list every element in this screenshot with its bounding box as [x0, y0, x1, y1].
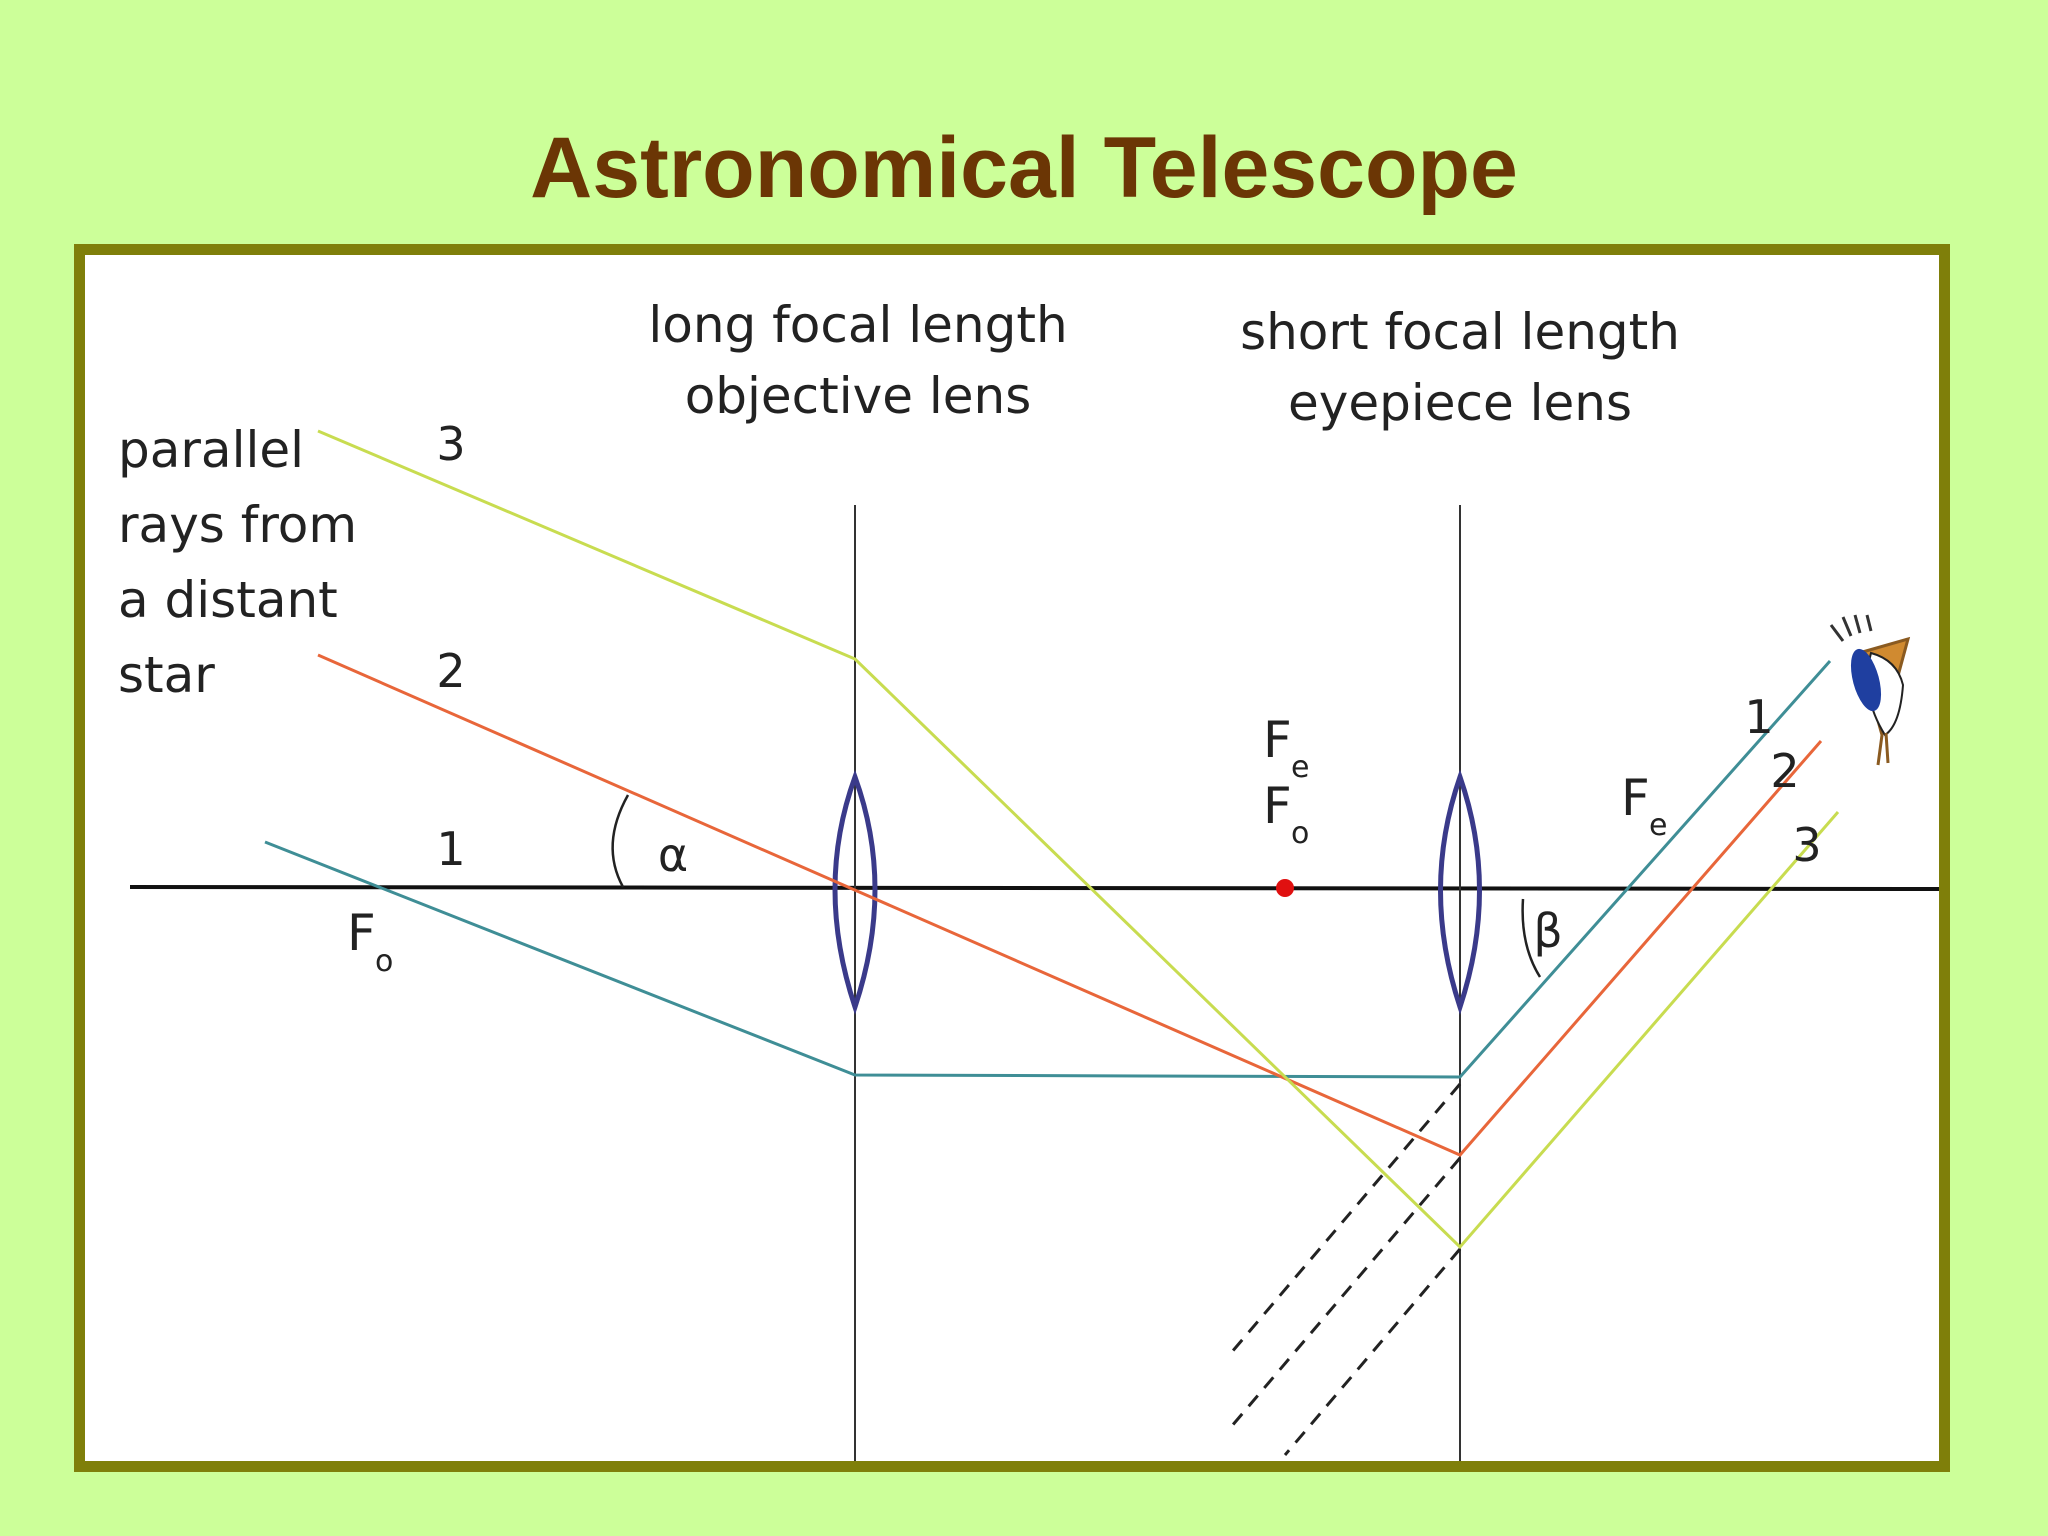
- alpha-angle-arc: [611, 794, 630, 888]
- svg-text:e: e: [1649, 808, 1667, 843]
- eyepiece-caption-line2: eyepiece lens: [1288, 374, 1632, 432]
- alpha-label: α: [658, 828, 688, 882]
- eyepiece-focal-label-top: F e: [1263, 711, 1309, 785]
- objective-focal-label-center: F o: [1263, 777, 1309, 851]
- optical-axis: [129, 885, 1939, 891]
- objective-focal-label-left: F o: [347, 904, 393, 979]
- slide-title: Astronomical Telescope: [530, 120, 1518, 216]
- beta-label: β: [1533, 904, 1562, 958]
- svg-text:F: F: [347, 904, 376, 962]
- eyepiece-caption-line1: short focal length: [1240, 303, 1680, 361]
- beta-angle-arc: [1521, 898, 1542, 978]
- ray-2-path: [317, 653, 1823, 1157]
- source-caption-line2: rays from: [118, 496, 357, 554]
- ray-2-label-right: 2: [1770, 744, 1799, 798]
- source-caption-line1: parallel: [118, 421, 304, 479]
- svg-text:o: o: [375, 944, 393, 979]
- svg-text:F: F: [1263, 711, 1292, 769]
- ray-1-label-right: 1: [1744, 690, 1773, 744]
- common-focal-point: [1276, 879, 1294, 897]
- svg-text:F: F: [1621, 769, 1650, 827]
- virtual-ray-extensions: [1229, 1083, 1462, 1456]
- svg-text:e: e: [1291, 750, 1309, 785]
- ray-3-label-right: 3: [1792, 818, 1821, 872]
- svg-text:F: F: [1263, 777, 1292, 835]
- source-caption-line3: a distant: [118, 571, 338, 629]
- objective-caption-line1: long focal length: [648, 296, 1067, 354]
- ray-3-path: [317, 429, 1840, 1250]
- eyepiece-lens: [1438, 769, 1482, 1015]
- objective-lens: [832, 769, 878, 1015]
- objective-caption-line2: objective lens: [685, 367, 1032, 425]
- eyepiece-focal-label-right: F e: [1621, 769, 1667, 843]
- ray-1-label-left: 1: [436, 822, 465, 876]
- diagram-frame: long focal length objective lens short f…: [74, 244, 1950, 1472]
- ray-3-label-left: 3: [436, 417, 465, 471]
- ray-2-label-left: 2: [436, 644, 465, 698]
- svg-text:o: o: [1291, 816, 1309, 851]
- eye-icon: [1829, 614, 1911, 766]
- telescope-ray-diagram: long focal length objective lens short f…: [118, 296, 1939, 1461]
- ray-1-path: [264, 660, 1832, 1079]
- source-caption-line4: star: [118, 646, 215, 704]
